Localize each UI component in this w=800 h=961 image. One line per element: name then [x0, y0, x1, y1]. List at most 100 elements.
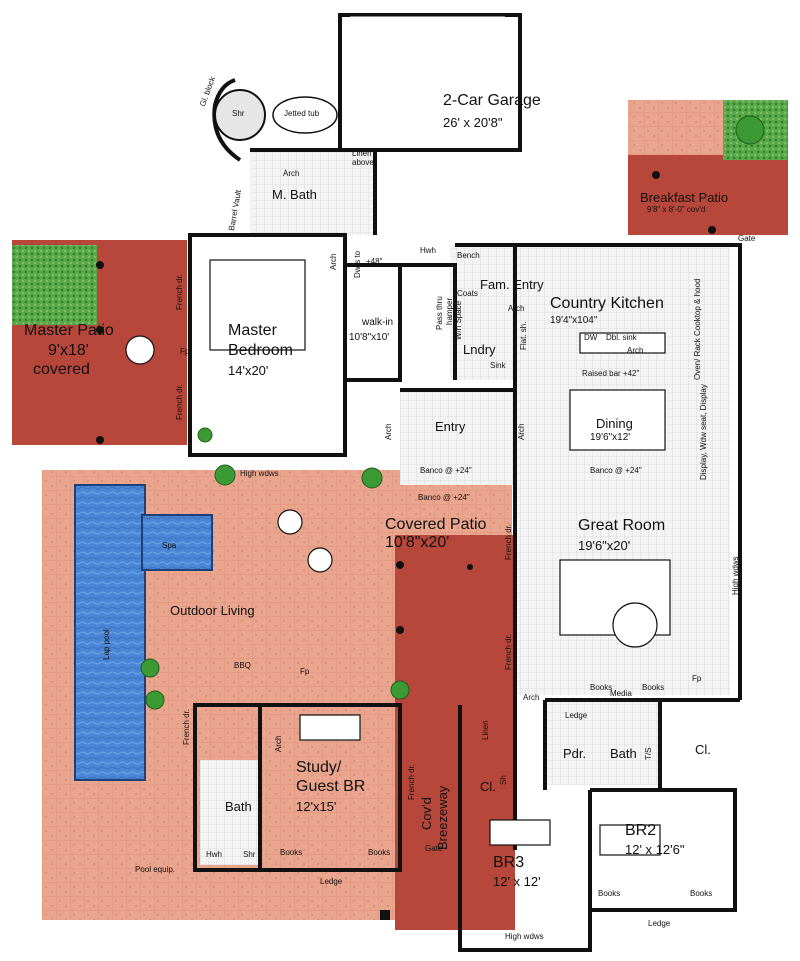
covered-patio-label: Covered Patio: [385, 516, 487, 533]
garage-size: 26' x 20'8": [443, 115, 503, 130]
closet-label-2: Cl.: [480, 779, 496, 794]
master-bedroom-size: 14'x20': [228, 363, 269, 378]
walk-in-label: walk-in: [362, 317, 394, 328]
french-door-label-4: French dr.: [504, 523, 513, 560]
books-label-5: Books: [598, 889, 621, 898]
raised-bar-label: Raised bar +42": [582, 369, 640, 378]
breakfast-patio-size: 9'8" x 8'-0" cov'd: [647, 205, 706, 214]
flat-shelf-label: Flat. sh.: [519, 321, 528, 350]
fireplace-label-1: Fp: [180, 347, 190, 356]
arch-label-8: Arch: [508, 304, 525, 313]
walls: [188, 13, 742, 952]
banco-label-1: Banco @ +24": [420, 466, 472, 475]
display-label: Display, Wdw seat, Display: [699, 384, 708, 480]
fam-entry-label: Fam. Entry: [480, 277, 544, 292]
banco-label-3: Banco @ +24": [418, 493, 470, 502]
furniture: [125, 259, 671, 856]
arch-label: Arch: [283, 169, 300, 178]
arch-label-4: Arch: [329, 253, 338, 270]
br3-label: BR3: [493, 854, 525, 871]
french-door-label-2: French dr.: [175, 383, 184, 420]
dining-size: 19'6"x12': [590, 432, 631, 443]
high-windows-bottom-label: High wdws: [505, 932, 544, 941]
pass-thru-label: Pass thru: [435, 296, 444, 330]
pool: [74, 484, 213, 781]
french-door-label-3: French dr.: [504, 633, 513, 670]
laundry-label: Lndry: [463, 342, 496, 357]
books-label-1: Books: [590, 683, 613, 692]
study-label-2: Guest BR: [296, 778, 366, 795]
sink-label: Sink: [490, 361, 506, 370]
bath-label: Bath: [225, 799, 252, 814]
arch-label-7: Arch: [627, 346, 644, 355]
jetted-tub-label: Jetted tub: [284, 109, 320, 118]
pool-equip-label: Pool equip.: [135, 865, 176, 874]
interior-floors: [200, 150, 730, 865]
bath2-label: Bath: [610, 746, 637, 761]
shower-label: Shr: [232, 109, 245, 118]
breezeway-label-1: Cov'd: [419, 797, 434, 830]
arch-label-6: Arch: [517, 423, 526, 440]
dwrs-label-2: +48": [366, 257, 383, 266]
arch-label-5: Arch: [384, 423, 393, 440]
linen-above-label-1: Linen: [352, 149, 372, 158]
ledge-label: Ledge: [565, 711, 588, 720]
master-bedroom-label-2: Bedroom: [228, 342, 293, 359]
jetted-tub: [272, 96, 338, 134]
study-label-1: Study/: [296, 759, 342, 776]
br2-size: 12' x 12'6": [625, 842, 685, 857]
arch-label-3: Arch: [274, 735, 283, 752]
fireplace-label-3: Fp: [692, 674, 702, 683]
shower-label-3: Shr: [243, 850, 256, 859]
wh-space-label: W/h Space: [454, 300, 463, 340]
country-kitchen-size: 19'4"x104": [550, 315, 598, 326]
french-door-label-1: French dr.: [175, 273, 184, 310]
hwh-label: Hwh: [420, 246, 437, 255]
country-kitchen-label: Country Kitchen: [550, 295, 664, 312]
master-bath-label: M. Bath: [272, 187, 317, 202]
arch-label-2: Arch: [523, 693, 540, 702]
lap-pool-label: Lap pool: [102, 629, 111, 660]
master-patio-label: Master Patio: [24, 322, 114, 339]
dwrs-label: Dwrs to: [353, 250, 362, 278]
oven-label: Oven/ Rack Cooktop & hood: [693, 278, 702, 380]
round-shower: [214, 89, 266, 141]
breakfast-patio-label: Breakfast Patio: [640, 190, 729, 205]
master-patio-note: covered: [33, 361, 90, 378]
books-label-2: Books: [642, 683, 665, 692]
br3-size: 12' x 12': [493, 874, 541, 889]
powder-label: Pdr.: [563, 746, 587, 761]
covered-patio-size: 10'8"x20': [385, 534, 450, 551]
dishwasher-label: DW: [584, 333, 598, 342]
ledge-label-br2: Ledge: [648, 919, 671, 928]
dining-label: Dining: [596, 416, 633, 431]
entry-label: Entry: [435, 419, 466, 434]
books-label-3: Books: [280, 848, 303, 857]
high-windows-label: High wdws: [240, 469, 279, 478]
tub-shower-label: T/S: [644, 747, 653, 760]
garage-label: 2-Car Garage: [443, 92, 541, 109]
ledge-bottom-label: Ledge: [320, 877, 343, 886]
master-bedroom-label-1: Master: [228, 322, 277, 339]
hwh-label-2: Hwh: [206, 850, 223, 859]
breezeway-label-2: Breezeway: [435, 785, 450, 850]
books-label-4: Books: [368, 848, 391, 857]
bench-label: Bench: [457, 251, 480, 260]
spa-label: Spa: [162, 541, 177, 550]
plants: [140, 115, 765, 710]
double-sink-label: Dbl. sink: [606, 333, 637, 342]
patio-areas: [12, 100, 788, 930]
linen-label: Linen: [481, 720, 490, 740]
banco-label-2: Banco @ +24": [590, 466, 642, 475]
coats-label: Coats: [457, 289, 478, 298]
books-label-6: Books: [690, 889, 713, 898]
walk-in-size: 10'8"x10': [349, 332, 390, 343]
br2-label: BR2: [625, 822, 657, 839]
columns: [96, 171, 716, 920]
master-patio-size: 9'x18': [48, 342, 89, 359]
high-windows-right-label: High wdws: [731, 556, 740, 595]
gate-label-bottom: Gate: [425, 844, 443, 853]
media-label: Media: [610, 689, 632, 698]
great-room-size: 19'6"x20': [578, 538, 631, 553]
